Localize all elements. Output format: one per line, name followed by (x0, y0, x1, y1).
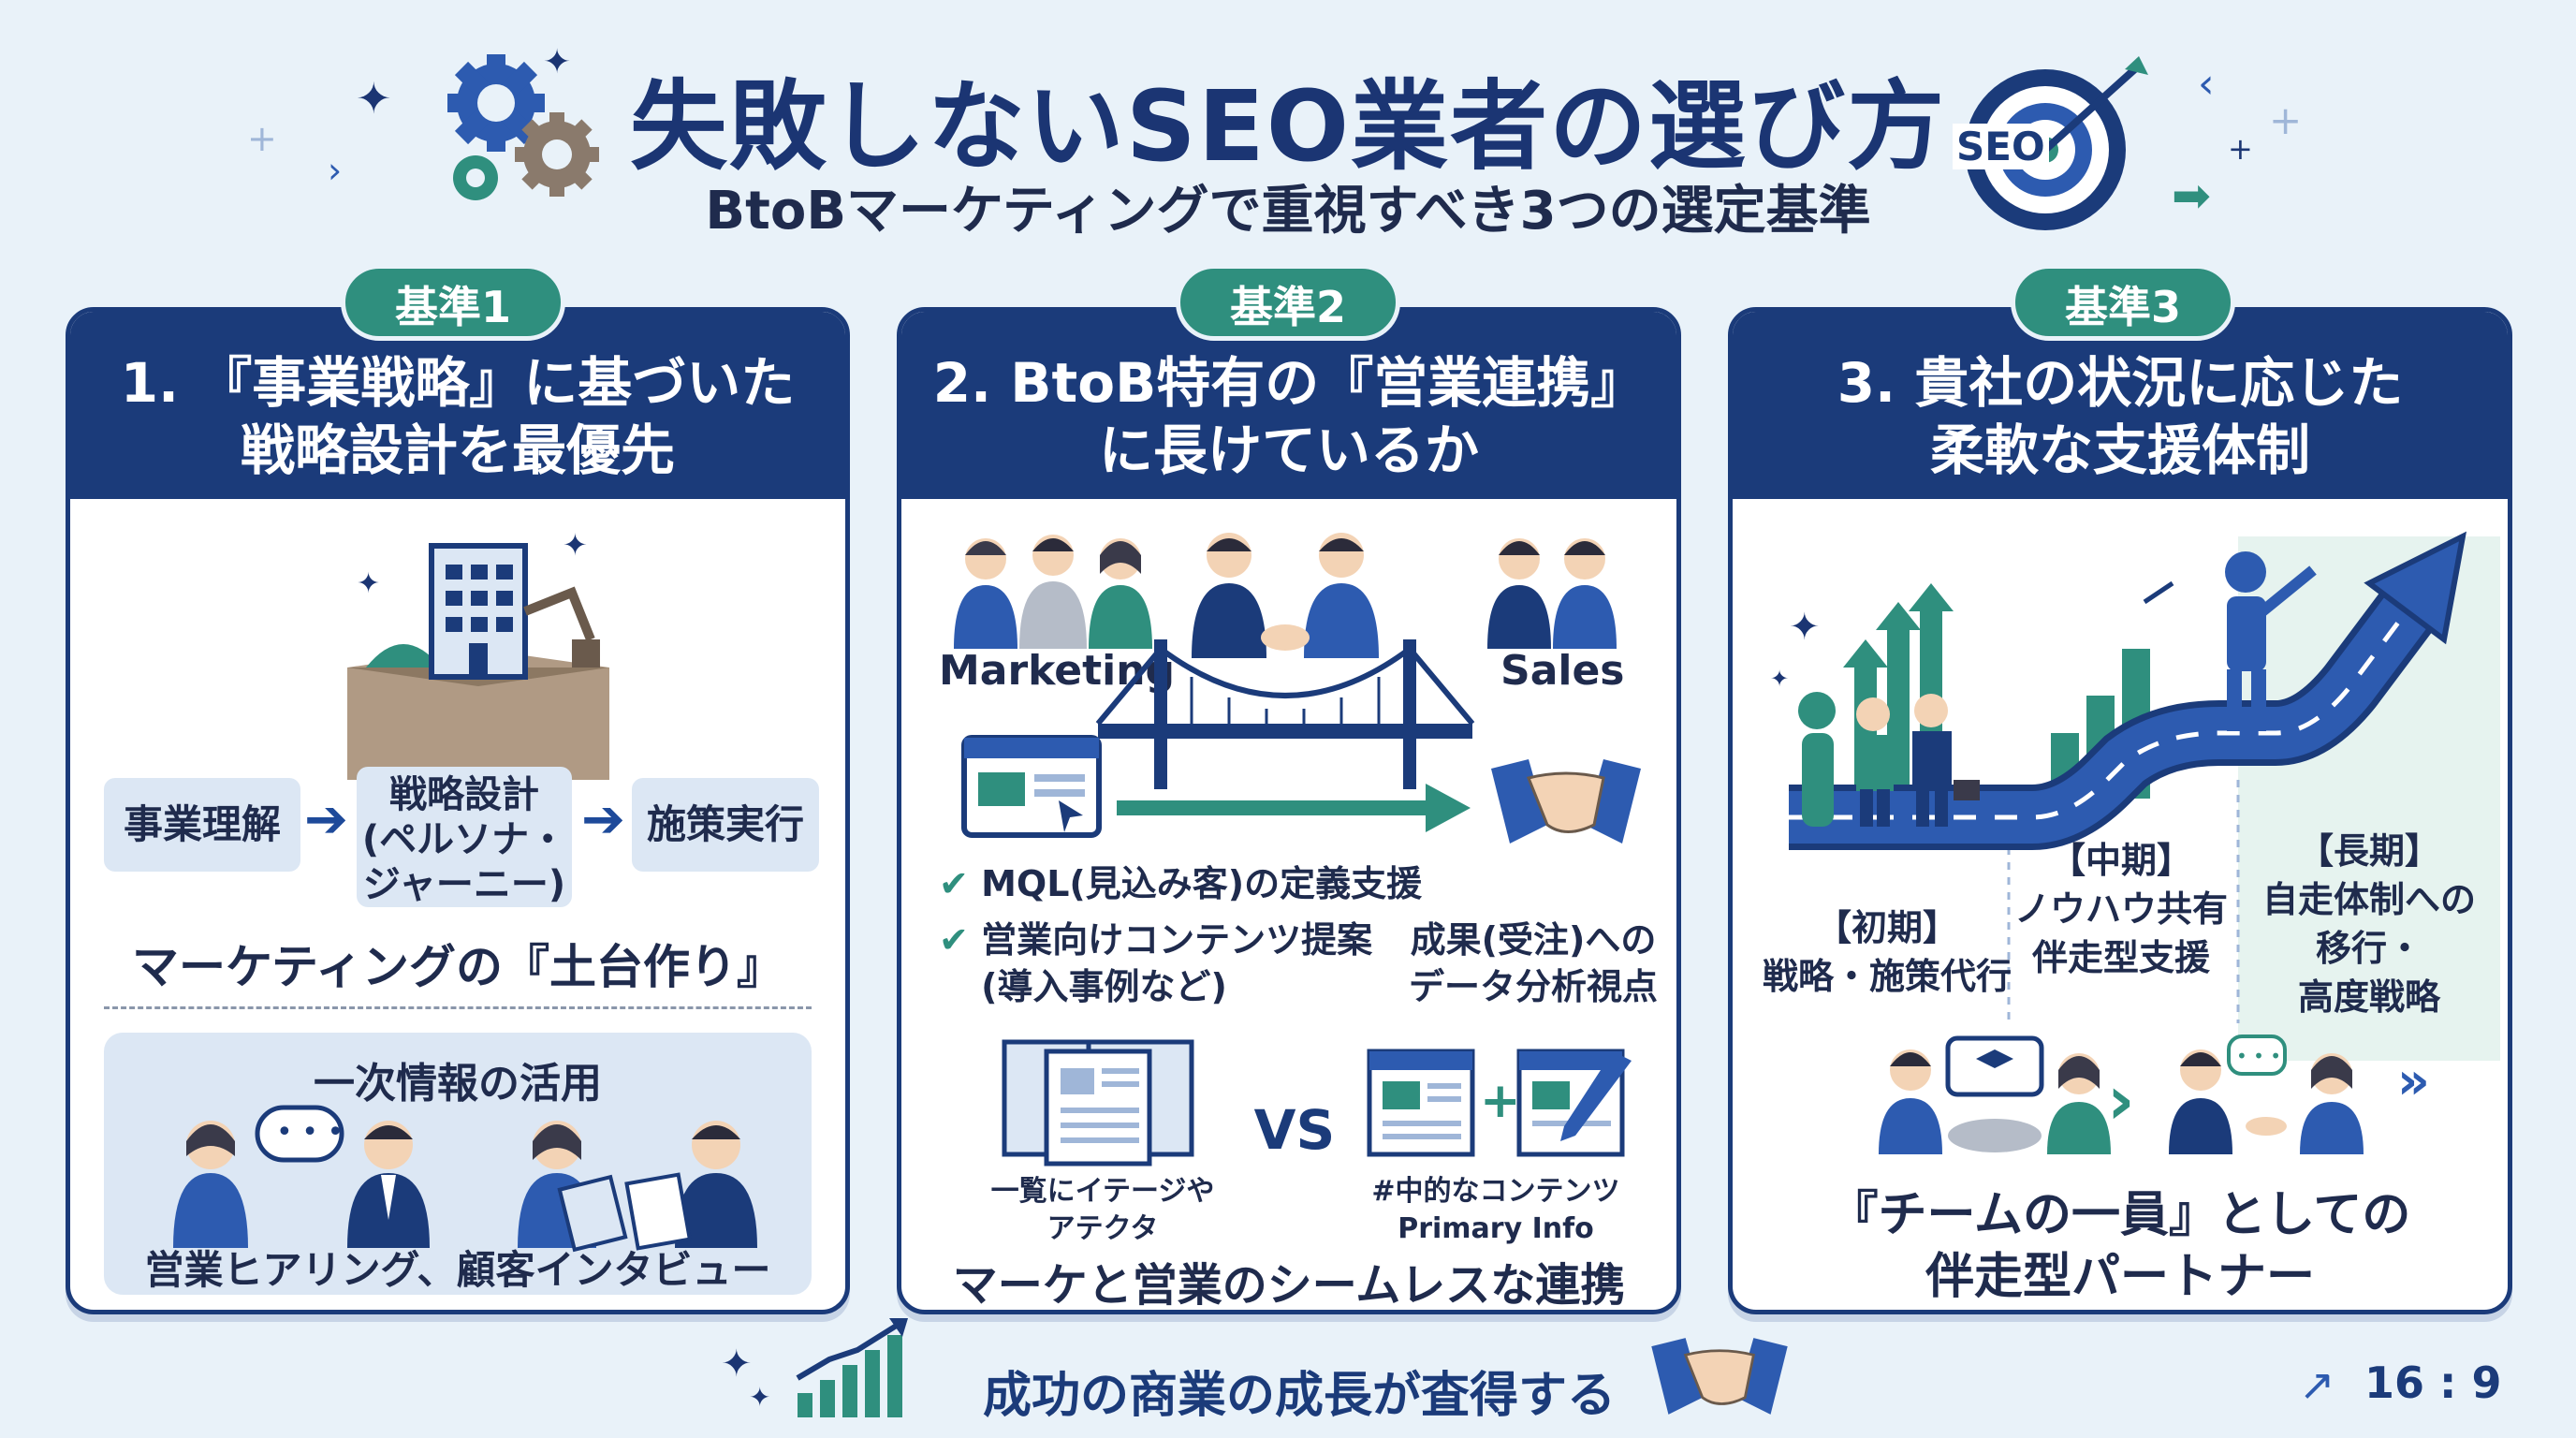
phase-initial: 【初期】 戦略・施策代行 (1762, 907, 2012, 997)
arrow-right-icon: ➔ (581, 789, 625, 850)
flow-step-1: 事業理解 (104, 778, 300, 872)
compare-right-label: #中的なコンテンツ Primary Info (1341, 1173, 1650, 1248)
svg-text:✦: ✦ (1789, 606, 1821, 649)
sparkle-icon: ✦ (721, 1343, 753, 1386)
arrow-right-icon (1117, 784, 1471, 832)
page-title: 失敗しないSEO業者の選び方 (629, 69, 1947, 183)
card-title-line2: 柔軟な支援体制 (1929, 418, 2310, 482)
double-chevron-icon: » (2397, 1051, 2430, 1110)
card-header: 2. BtoB特有の『営業連携』 に長けているか (901, 312, 1676, 499)
partnership-team-icon: • • • (2169, 1034, 2364, 1154)
chevron-right-icon: › (2107, 1061, 2135, 1139)
bridge-handshake-icon (1095, 533, 1475, 789)
meeting-team-icon (1879, 1035, 2111, 1154)
sales-label: Sales (1500, 647, 1625, 695)
svg-text:✦: ✦ (357, 567, 380, 600)
vs-label: VS (1253, 1098, 1336, 1162)
criterion-card-2: 2. BtoB特有の『営業連携』 に長けているか Marketing Sales (897, 307, 1681, 1314)
browser-window-icon (961, 735, 1102, 838)
aspect-ratio-label: 16 : 9 (2364, 1357, 2502, 1408)
flow-step-3: 施策実行 (632, 778, 819, 872)
card-header: 1. 『事業戦略』に基づいた 戦略設計を最優先 (70, 312, 845, 499)
chevron-right-icon: › (328, 150, 343, 191)
sparkle-icon: ✦ (356, 73, 392, 124)
flow-step-2: 戦略設計 (ペルソナ・ ジャーニー) (357, 767, 572, 907)
svg-text:+: + (1480, 1073, 1521, 1129)
marketing-label: Marketing (939, 647, 1176, 695)
footer-caption: 成功の商業の成長が査得する (983, 1368, 1617, 1424)
content-edit-icon: + (1367, 1049, 1632, 1157)
plus-icon: + (2269, 97, 2303, 143)
card-title-line1: 2. BtoB特有の『営業連携』 (932, 351, 1646, 415)
phase-long: 【長期】 自走体制への 移行・ 高度戦略 (2261, 830, 2476, 1018)
primary-info-caption: 営業ヒアリング、顧客インタビュー (144, 1247, 771, 1293)
foundation-label: マーケティングの『土台作り』 (132, 940, 783, 994)
hearing-people-icon: • • • (173, 1105, 430, 1248)
seo-icon-text: SEO (1953, 124, 2049, 169)
compare-left-label: 一覧にイテージや アテクタ (990, 1175, 1215, 1245)
primary-info-heading: 一次情報の活用 (314, 1060, 602, 1108)
growth-roadmap-icon: ✦ ✦ (1770, 531, 2500, 1061)
criterion-badge-2: 基準2 (1176, 264, 1400, 341)
criterion-badge-1: 基準1 (341, 264, 565, 341)
arrow-right-icon: ➡ (2172, 169, 2211, 223)
card-title-line1: 1. 『事業戦略』に基づいた (120, 351, 796, 415)
interview-people-icon (518, 1121, 757, 1253)
card-title-line2: 戦略設計を最優先 (240, 418, 675, 482)
svg-text:• • •: • • • (276, 1116, 344, 1149)
svg-text:✦: ✦ (1770, 666, 1789, 692)
phase-mid: 【中期】 ノウハウ共有 伴走型支援 (2013, 840, 2228, 978)
criterion-badge-3: 基準3 (2011, 264, 2235, 341)
gears-icon (447, 54, 599, 200)
criterion-card-3: 3. 貴社の状況に応じた 柔軟な支援体制 ✦ ✦ 【初期】 戦略・施策代行 【中… (1728, 307, 2512, 1314)
arrow-right-icon: ➔ (304, 789, 348, 850)
card-header: 3. 貴社の状況に応じた 柔軟な支援体制 (1733, 312, 2508, 499)
plus-icon: + (2228, 131, 2253, 167)
divider (104, 1006, 812, 1009)
compare-right-line1: #中的なコンテンツ (1371, 1175, 1620, 1208)
trend-up-icon: ↗ (2299, 1359, 2335, 1410)
svg-text:✦: ✦ (563, 527, 588, 563)
growth-chart-icon (796, 1318, 908, 1417)
marketing-team-icon (954, 535, 1152, 649)
plus-icon: + (247, 118, 277, 159)
criterion-card-1: 1. 『事業戦略』に基づいた 戦略設計を最優先 ✦ ✦ 事業理解 ➔ 戦略設計 … (66, 307, 850, 1314)
sales-team-icon (1487, 538, 1617, 649)
check-icon: ✔ (939, 863, 969, 904)
checklist-item-1: MQL(見込み客)の定義支援 (981, 863, 1423, 904)
checklist-item-2: 営業向けコンテンツ提案 (導入事例など) (981, 919, 1373, 1007)
card-title-line1: 3. 貴社の状況に応じた (1837, 351, 2404, 415)
check-icon: ✔ (939, 919, 969, 961)
compare-right-line2: Primary Info (1398, 1212, 1594, 1245)
card-title-line2: に長けているか (1098, 418, 1479, 482)
page-subtitle: BtoBマーケティングで重視すべき3つの選定基準 (705, 181, 1871, 242)
analysis-label: 成果(受注)への データ分析視点 (1408, 919, 1658, 1007)
company-building-icon: ✦ ✦ (347, 527, 609, 780)
seamless-collaboration-label: マーケと営業のシームレスな連携 (952, 1259, 1626, 1312)
partner-label: 『チームの一員』としての 伴走型パートナー (1829, 1187, 2411, 1305)
sparkle-icon: ✦ (543, 43, 572, 81)
handshake-icon (1651, 1338, 1788, 1415)
handshake-icon (1491, 759, 1641, 844)
chevron-left-icon: ‹ (2198, 60, 2215, 108)
svg-text:• • •: • • • (2236, 1045, 2281, 1067)
document-stack-icon (1002, 1039, 1194, 1167)
sparkle-icon: ✦ (749, 1382, 771, 1413)
